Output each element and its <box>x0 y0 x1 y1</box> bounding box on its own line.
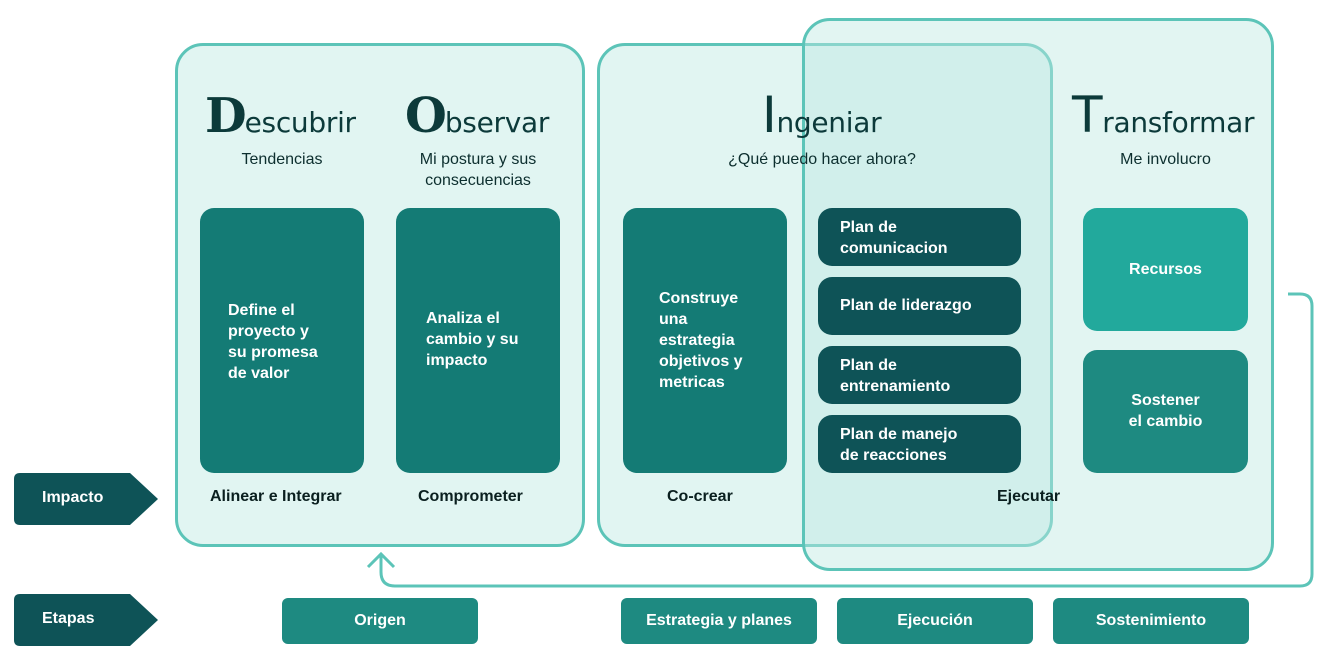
impact-ingeniar: Co-crear <box>667 488 733 505</box>
stage-origen: Origen <box>282 598 478 644</box>
heading-transformar: Transformar <box>1072 86 1255 144</box>
arrow-tag-shape <box>14 473 158 525</box>
heading-descubrir: Descubrir <box>205 88 356 144</box>
subtitle-transformar: Me involucro <box>1120 151 1211 168</box>
subtitle-descubrir: Tendencias <box>241 151 323 168</box>
heading-observar: Observar <box>405 88 550 144</box>
impact-descubrir: Alinear e Integrar <box>210 488 342 505</box>
stage-ejecucion: Ejecución <box>837 598 1033 644</box>
heading-ingeniar: Ingeniar <box>762 86 882 144</box>
arrow-tag-shape <box>14 594 158 646</box>
impact-observar: Comprometer <box>418 488 523 505</box>
row-label-impacto: Impacto <box>14 473 159 525</box>
plan-liderazgo: Plan de liderazgo <box>818 277 1021 335</box>
stage-sostenimiento: Sostenimiento <box>1053 598 1249 644</box>
card-recursos: Recursos <box>1083 208 1248 331</box>
row-label-etapas: Etapas <box>14 594 159 646</box>
stage-estrategia-planes: Estrategia y planes <box>621 598 817 644</box>
impact-ejecutar: Ejecutar <box>997 488 1061 505</box>
subtitle-ingeniar: ¿Qué puedo hacer ahora? <box>728 151 916 168</box>
arrow-up-icon <box>366 551 396 569</box>
